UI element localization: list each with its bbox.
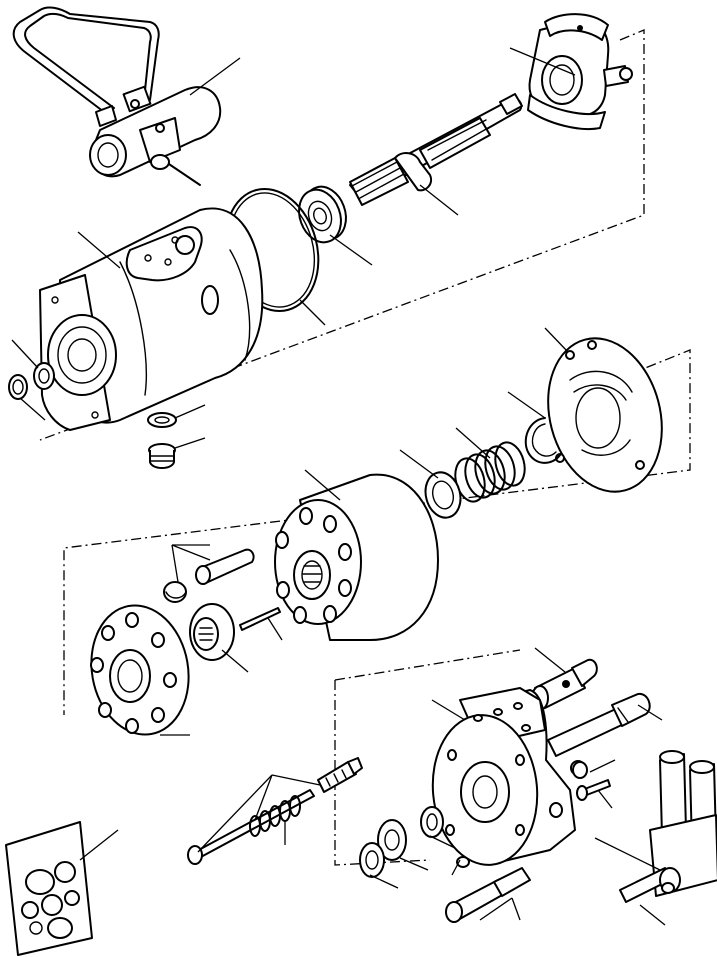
retaining-ring [524,417,561,464]
pin [239,607,281,631]
piston [163,548,255,603]
solenoid-valve [619,750,717,903]
small-seals [445,761,588,923]
port-plate [431,687,586,866]
assembly-boundary-lines [39,29,691,866]
bearing [298,185,347,244]
plug [148,443,176,469]
washer [147,412,177,428]
seal-kit [5,821,93,956]
leader-lines [11,47,666,926]
adjusting-screw-kit [187,757,444,878]
drive-shaft [349,93,523,206]
cap-screw [576,779,611,801]
spring [454,441,526,503]
end-bracket [527,13,633,130]
shaft-seal [33,362,55,390]
retainer-plate [90,604,190,736]
pressure-switch [531,658,598,711]
cylinder-block [274,473,439,641]
spring-seat [424,471,462,519]
control-valve-with-pipe [12,6,222,186]
pump-housing [39,207,264,431]
valve-plate [547,337,663,493]
spherical-bushing [189,603,235,661]
snap-ring [8,374,28,400]
control-piston [547,692,651,757]
